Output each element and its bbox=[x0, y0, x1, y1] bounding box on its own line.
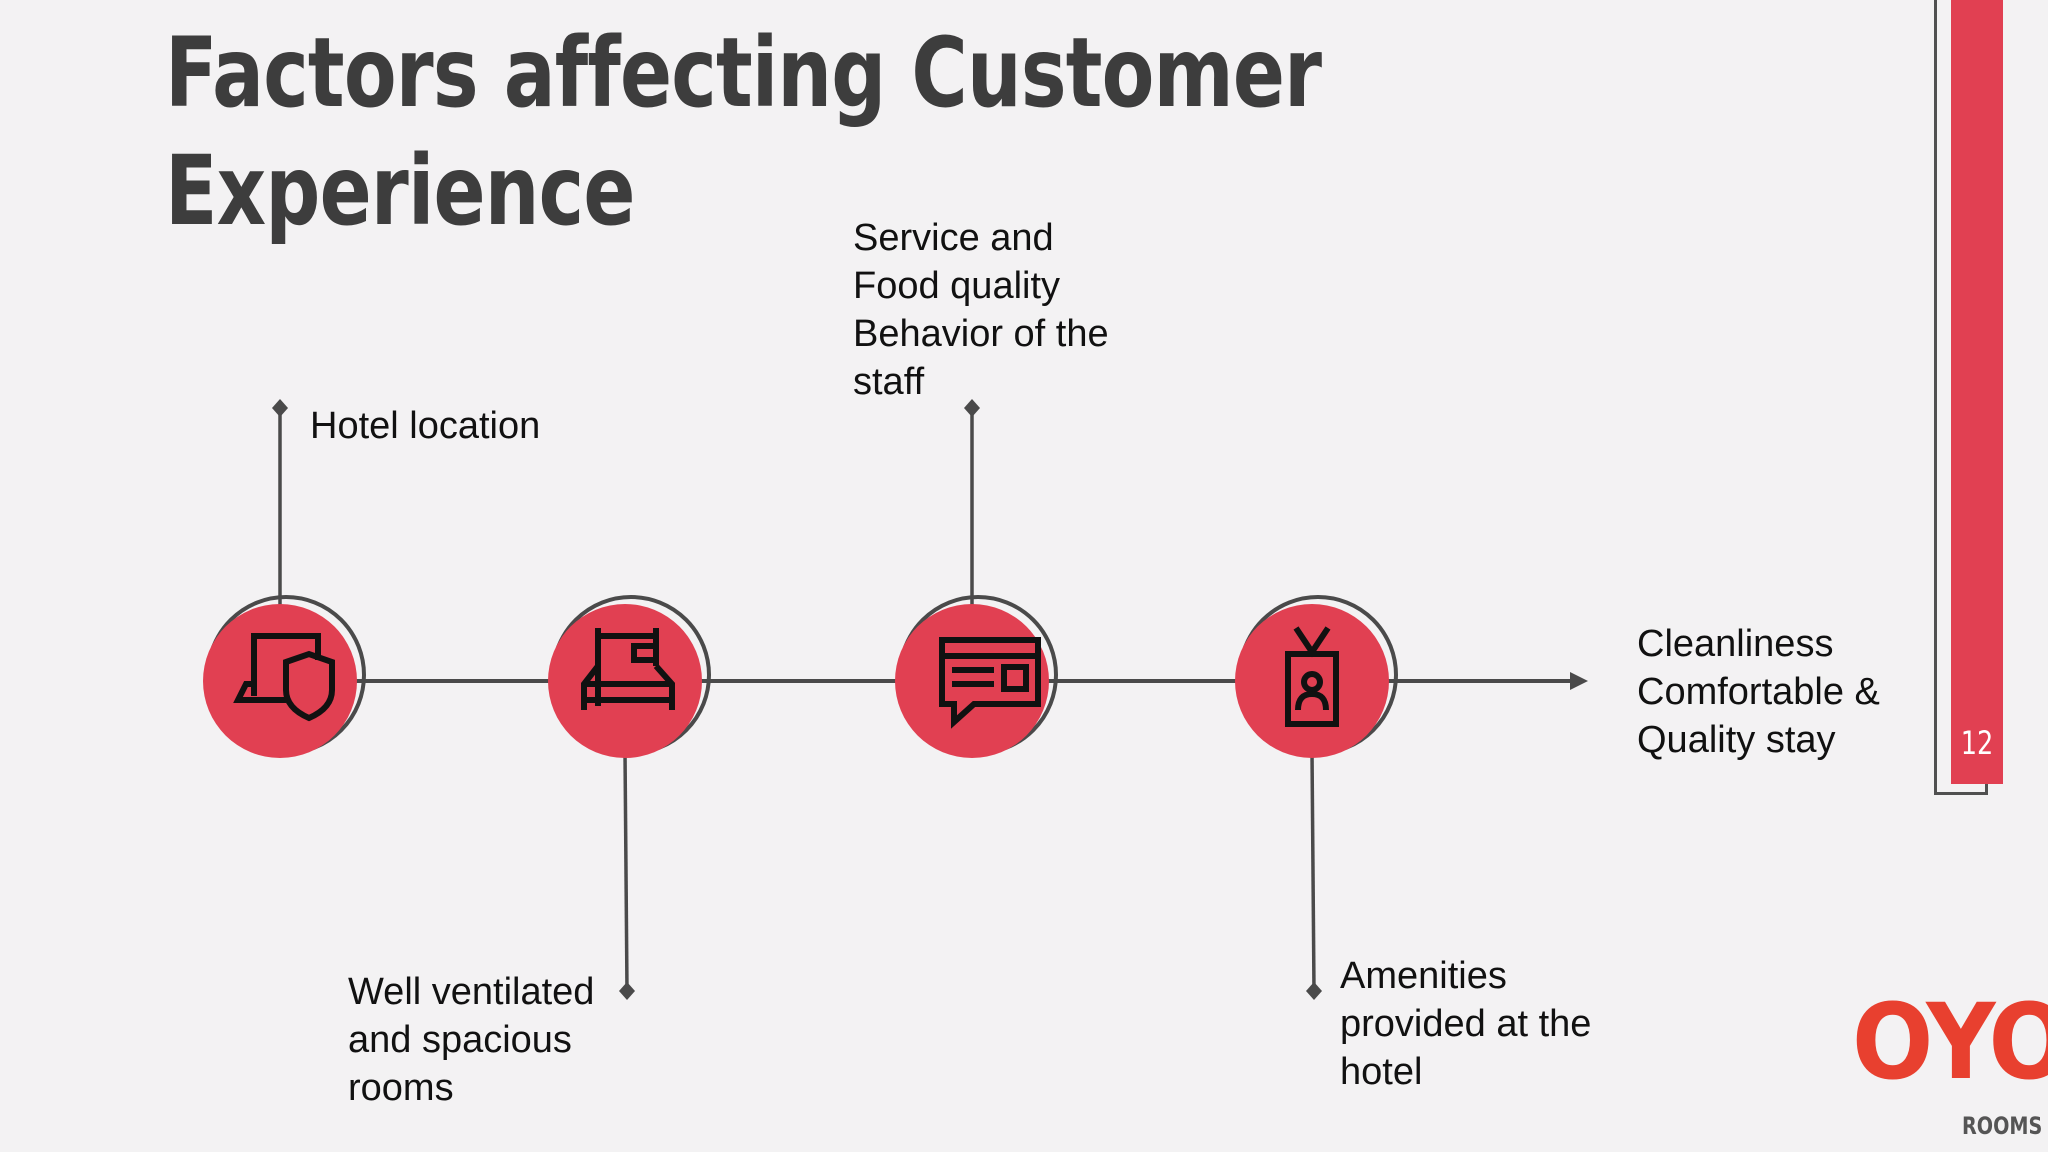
connector-service-food bbox=[964, 399, 980, 616]
step-node-4 bbox=[1235, 595, 1398, 758]
id-badge-icon bbox=[1285, 626, 1339, 727]
connector-hotel-location bbox=[272, 399, 288, 616]
slide-title: Factors affecting Customer Experience bbox=[165, 14, 1322, 250]
label-service-food: Service and Food quality Behavior of the… bbox=[853, 214, 1109, 406]
label-outcome: Cleanliness Comfortable & Quality stay bbox=[1637, 620, 1880, 764]
label-line: Cleanliness bbox=[1637, 623, 1834, 665]
page-number: 12 bbox=[1960, 724, 1994, 762]
label-line: Food quality bbox=[853, 265, 1061, 307]
step-node-3 bbox=[895, 595, 1058, 758]
accent-bar bbox=[1951, 0, 2003, 784]
connector-rooms bbox=[619, 751, 635, 1000]
chat-card-icon bbox=[939, 637, 1041, 729]
timeline-arrowhead bbox=[1570, 672, 1588, 690]
label-line: hotel bbox=[1340, 1051, 1423, 1093]
step-node-2 bbox=[548, 595, 711, 758]
label-line: Hotel location bbox=[310, 405, 541, 447]
label-line: and spacious bbox=[348, 1019, 572, 1061]
logo-subtext: ROOMS bbox=[1962, 1112, 2043, 1140]
label-line: provided at the bbox=[1340, 1003, 1592, 1045]
label-rooms: Well ventilated and spacious rooms bbox=[348, 968, 594, 1112]
bed-icon bbox=[581, 628, 675, 710]
label-line: Service and bbox=[853, 217, 1054, 259]
label-amenities: Amenities provided at the hotel bbox=[1340, 952, 1591, 1096]
label-line: staff bbox=[853, 361, 925, 403]
label-line: Behavior of the bbox=[853, 313, 1109, 355]
logo-wordmark: OYO bbox=[1852, 981, 2048, 1103]
step-node-1 bbox=[203, 595, 366, 758]
label-line: Comfortable & bbox=[1637, 671, 1880, 713]
connector-amenities bbox=[1306, 751, 1322, 1000]
oyo-rooms-logo: OYO ROOMS bbox=[1852, 981, 2048, 1140]
label-hotel-location: Hotel location bbox=[310, 402, 540, 450]
label-line: Amenities bbox=[1340, 955, 1507, 997]
label-line: Well ventilated bbox=[348, 971, 595, 1013]
laptop-shield-icon bbox=[233, 633, 335, 722]
slide-title-line-1: Factors affecting Customer bbox=[165, 17, 1322, 129]
label-line: Quality stay bbox=[1637, 719, 1836, 761]
slide-title-line-2: Experience bbox=[165, 135, 635, 247]
label-line: rooms bbox=[348, 1067, 454, 1109]
